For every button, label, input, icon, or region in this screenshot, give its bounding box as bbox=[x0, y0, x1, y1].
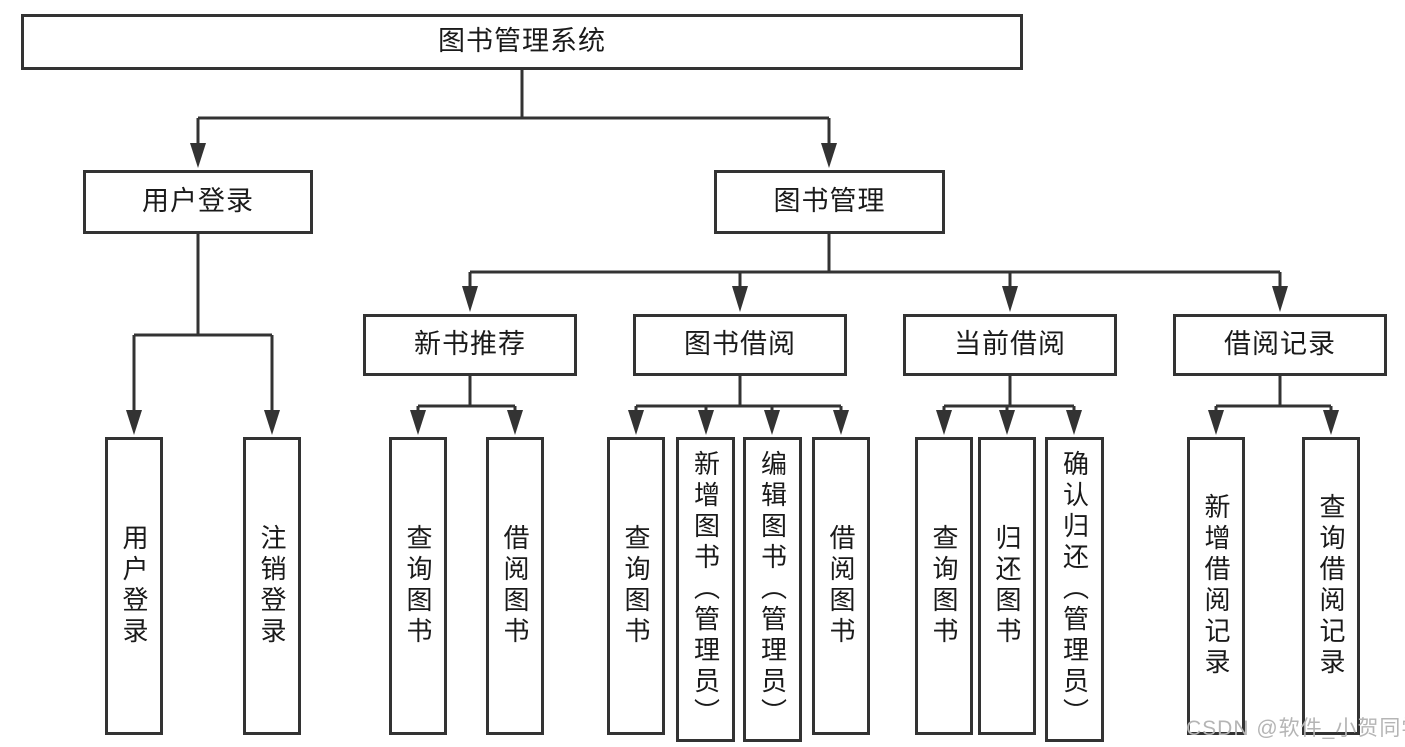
leaf-nbr-query-books: 查询图书 bbox=[389, 437, 447, 735]
node-new-book-recommend: 新书推荐 bbox=[363, 314, 577, 376]
node-user-login: 用户登录 bbox=[83, 170, 313, 234]
node-book-management: 图书管理 bbox=[714, 170, 945, 234]
node-book-borrowing: 图书借阅 bbox=[633, 314, 847, 376]
leaf-bb-borrow-books: 借阅图书 bbox=[812, 437, 870, 735]
node-current-borrowing: 当前借阅 bbox=[903, 314, 1117, 376]
leaf-user-login: 用户登录 bbox=[105, 437, 163, 735]
leaf-bb-add-books-admin: 新增图书（管理员） bbox=[676, 437, 735, 742]
leaf-bb-edit-books-admin: 编辑图书（管理员） bbox=[743, 437, 802, 742]
leaf-cb-confirm-return-admin: 确认归还（管理员） bbox=[1045, 437, 1104, 742]
leaf-bb-query-books: 查询图书 bbox=[607, 437, 665, 735]
leaf-logout-login: 注销登录 bbox=[243, 437, 301, 735]
leaf-nbr-borrow-books: 借阅图书 bbox=[486, 437, 544, 735]
node-root: 图书管理系统 bbox=[21, 14, 1023, 70]
node-borrowing-records: 借阅记录 bbox=[1173, 314, 1387, 376]
leaf-cb-return-books: 归还图书 bbox=[978, 437, 1036, 735]
leaf-br-query-record: 查询借阅记录 bbox=[1302, 437, 1360, 735]
watermark: CSDN @软件_小贺同学 bbox=[1186, 717, 1405, 740]
leaf-cb-query-books: 查询图书 bbox=[915, 437, 973, 735]
leaf-br-add-record: 新增借阅记录 bbox=[1187, 437, 1245, 735]
